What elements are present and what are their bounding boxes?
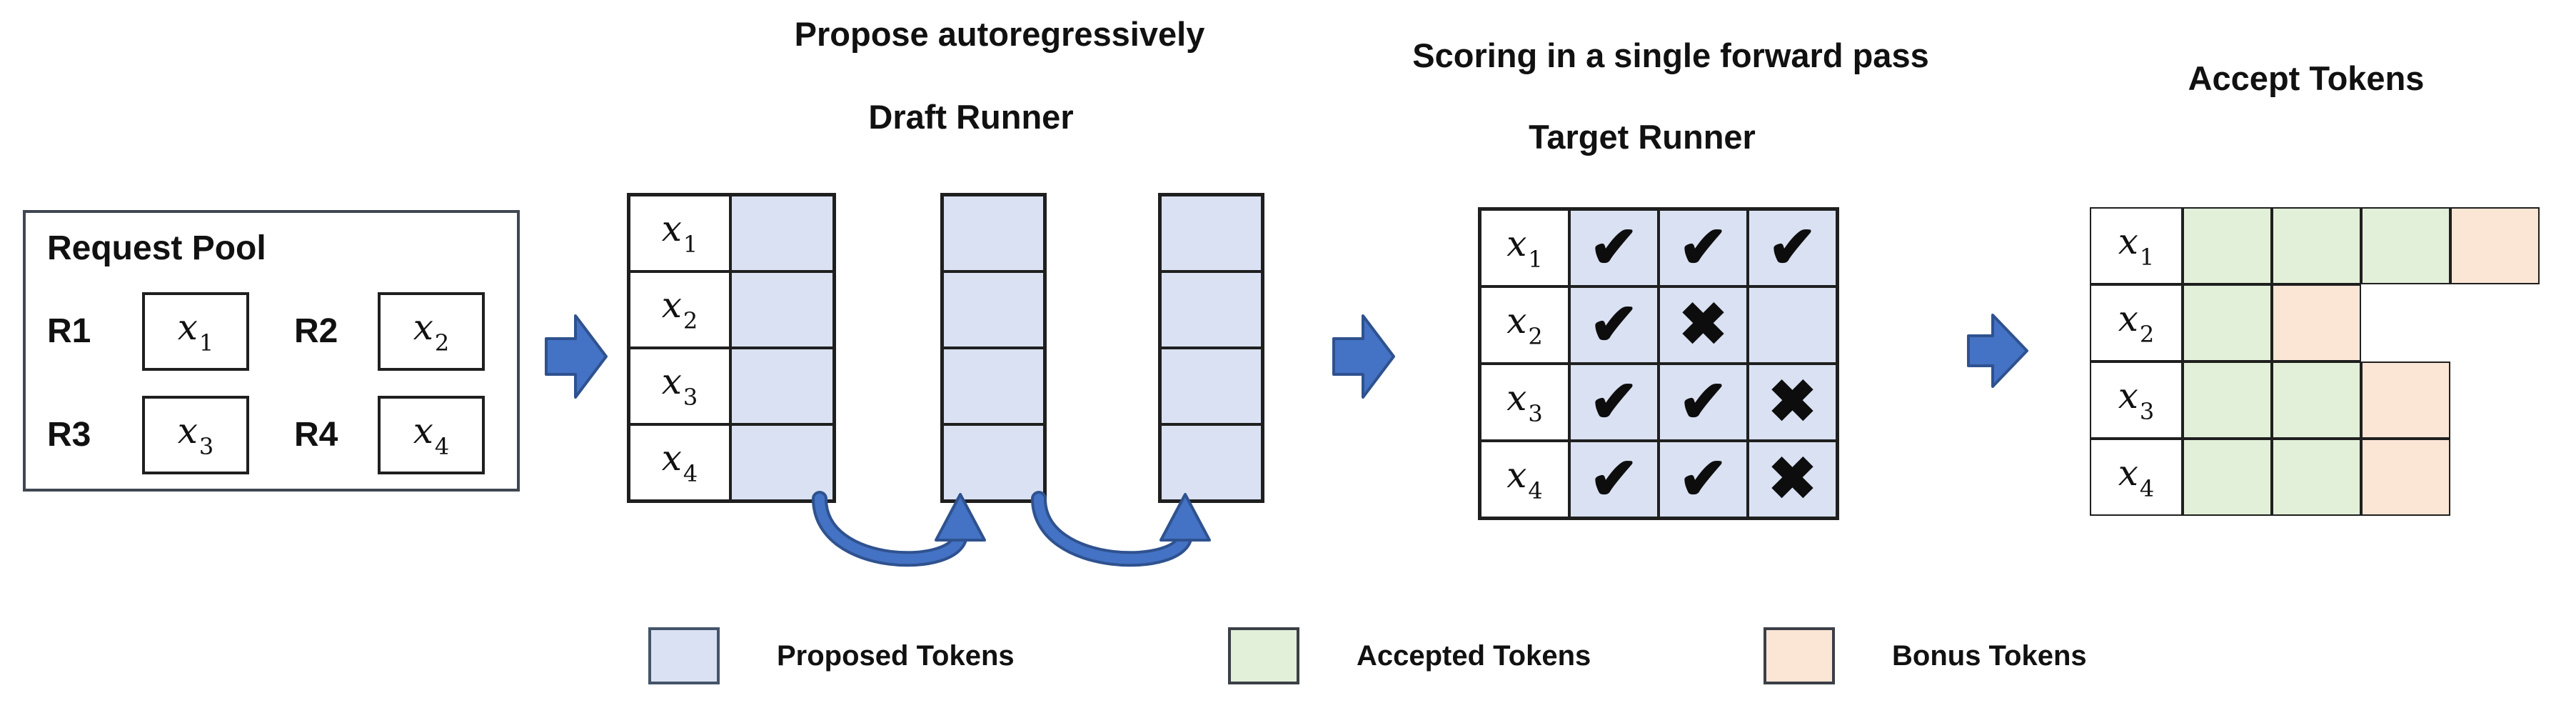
draft-runner-title: Draft Runner — [868, 98, 1074, 136]
proposed-cell — [1160, 348, 1262, 424]
score-cell: ✔ — [1569, 364, 1659, 441]
accepted-cell — [2183, 207, 2272, 284]
accepted-cell — [2272, 439, 2361, 516]
check-mark-icon: ✔ — [1589, 215, 1639, 280]
accepted-cell — [2361, 207, 2450, 284]
request-id-r2: R2 — [294, 312, 338, 350]
flow-arrow-icon — [545, 314, 608, 399]
token-label-cell: x2 — [629, 271, 730, 348]
token-x2: x2 — [413, 306, 450, 357]
token-label-cell: x3 — [1480, 364, 1569, 441]
request-id-r3: R3 — [47, 416, 91, 454]
score-cell: ✔ — [1659, 441, 1748, 518]
token-x1: x1 — [177, 306, 214, 357]
cross-mark-icon: ✖ — [1679, 292, 1728, 357]
proposed-tokens-label: Proposed Tokens — [777, 640, 1015, 672]
accept-row-x4: x4 — [2090, 439, 2450, 516]
flow-arrow-icon — [1967, 314, 2028, 388]
proposed-cell — [942, 348, 1045, 424]
accepted-cell — [2183, 284, 2272, 362]
score-cell: ✔ — [1569, 209, 1659, 286]
loop-arrow-icon — [812, 491, 986, 567]
target-runner-title: Target Runner — [1529, 118, 1756, 156]
proposed-cell — [942, 424, 1045, 501]
token-label-cell: x4 — [1480, 441, 1569, 518]
propose-title: Propose autoregressively — [794, 15, 1205, 53]
request-token-box-r3: x3 — [142, 396, 249, 474]
request-id-r1: R1 — [47, 312, 91, 350]
token-x4: x4 — [413, 409, 450, 460]
proposed-cell — [730, 271, 834, 348]
proposed-cell — [942, 195, 1045, 271]
draft-proposal-table-step1: x1 x2 x3 x4 — [627, 193, 836, 503]
request-id-r4: R4 — [294, 416, 338, 454]
token-label-cell: x1 — [2090, 207, 2183, 284]
check-mark-icon: ✔ — [1679, 215, 1728, 280]
accept-row-x2: x2 — [2090, 284, 2361, 362]
proposed-cell — [730, 424, 834, 501]
accepted-cell — [2272, 362, 2361, 439]
score-cell: ✔ — [1569, 441, 1659, 518]
accepted-cell — [2183, 439, 2272, 516]
score-cell: ✔ — [1569, 286, 1659, 364]
check-mark-icon: ✔ — [1589, 292, 1639, 357]
token-label-cell: x2 — [2090, 284, 2183, 362]
accept-tokens-title: Accept Tokens — [2188, 59, 2425, 97]
accept-row-x3: x3 — [2090, 362, 2450, 439]
proposed-cell — [730, 348, 834, 424]
token-label-cell: x1 — [1480, 209, 1569, 286]
token-x3: x3 — [177, 409, 214, 460]
token-label-cell: x1 — [629, 195, 730, 271]
proposed-cell — [1160, 271, 1262, 348]
request-token-box-r4: x4 — [378, 396, 485, 474]
accepted-cell — [2272, 207, 2361, 284]
accepted-tokens-swatch — [1228, 627, 1299, 684]
loop-arrow-icon — [1031, 491, 1211, 567]
proposed-cell — [1160, 424, 1262, 501]
draft-proposal-column-step2 — [940, 193, 1047, 503]
accepted-cell — [2183, 362, 2272, 439]
score-cell: ✔ — [1659, 209, 1748, 286]
token-label-cell: x4 — [629, 424, 730, 501]
request-token-box-r1: x1 — [142, 292, 249, 371]
score-cell — [1748, 286, 1837, 364]
request-pool-title: Request Pool — [47, 229, 266, 267]
request-pool: Request Pool R1 x1 R2 x2 R3 x3 R4 x4 — [23, 210, 520, 492]
proposed-cell — [1160, 195, 1262, 271]
check-mark-icon: ✔ — [1768, 215, 1817, 280]
draft-proposal-column-step3 — [1158, 193, 1264, 503]
token-label-cell: x3 — [2090, 362, 2183, 439]
target-scoring-table: x1 ✔ ✔ ✔ x2 ✔ ✖ x3 ✔ ✔ ✖ x4 ✔ ✔ ✖ — [1478, 207, 1839, 520]
score-cell: ✖ — [1748, 364, 1837, 441]
score-cell: ✖ — [1748, 441, 1837, 518]
check-mark-icon: ✔ — [1679, 447, 1728, 512]
bonus-cell — [2450, 207, 2540, 284]
request-token-box-r2: x2 — [378, 292, 485, 371]
check-mark-icon: ✔ — [1589, 369, 1639, 434]
score-cell: ✔ — [1659, 364, 1748, 441]
check-mark-icon: ✔ — [1589, 447, 1639, 512]
score-cell: ✔ — [1748, 209, 1837, 286]
bonus-tokens-swatch — [1764, 627, 1835, 684]
proposed-cell — [942, 271, 1045, 348]
token-label-cell: x3 — [629, 348, 730, 424]
token-label-cell: x2 — [1480, 286, 1569, 364]
cross-mark-icon: ✖ — [1768, 447, 1817, 512]
proposed-tokens-swatch — [648, 627, 720, 684]
bonus-cell — [2361, 362, 2450, 439]
proposed-cell — [730, 195, 834, 271]
accept-row-x1: x1 — [2090, 207, 2540, 284]
bonus-cell — [2361, 439, 2450, 516]
flow-arrow-icon — [1332, 314, 1395, 399]
check-mark-icon: ✔ — [1679, 369, 1728, 434]
cross-mark-icon: ✖ — [1768, 369, 1817, 434]
accepted-tokens-label: Accepted Tokens — [1357, 640, 1591, 672]
bonus-cell — [2272, 284, 2361, 362]
bonus-tokens-label: Bonus Tokens — [1892, 640, 2087, 672]
scoring-title: Scoring in a single forward pass — [1412, 36, 1929, 74]
score-cell: ✖ — [1659, 286, 1748, 364]
token-label-cell: x4 — [2090, 439, 2183, 516]
